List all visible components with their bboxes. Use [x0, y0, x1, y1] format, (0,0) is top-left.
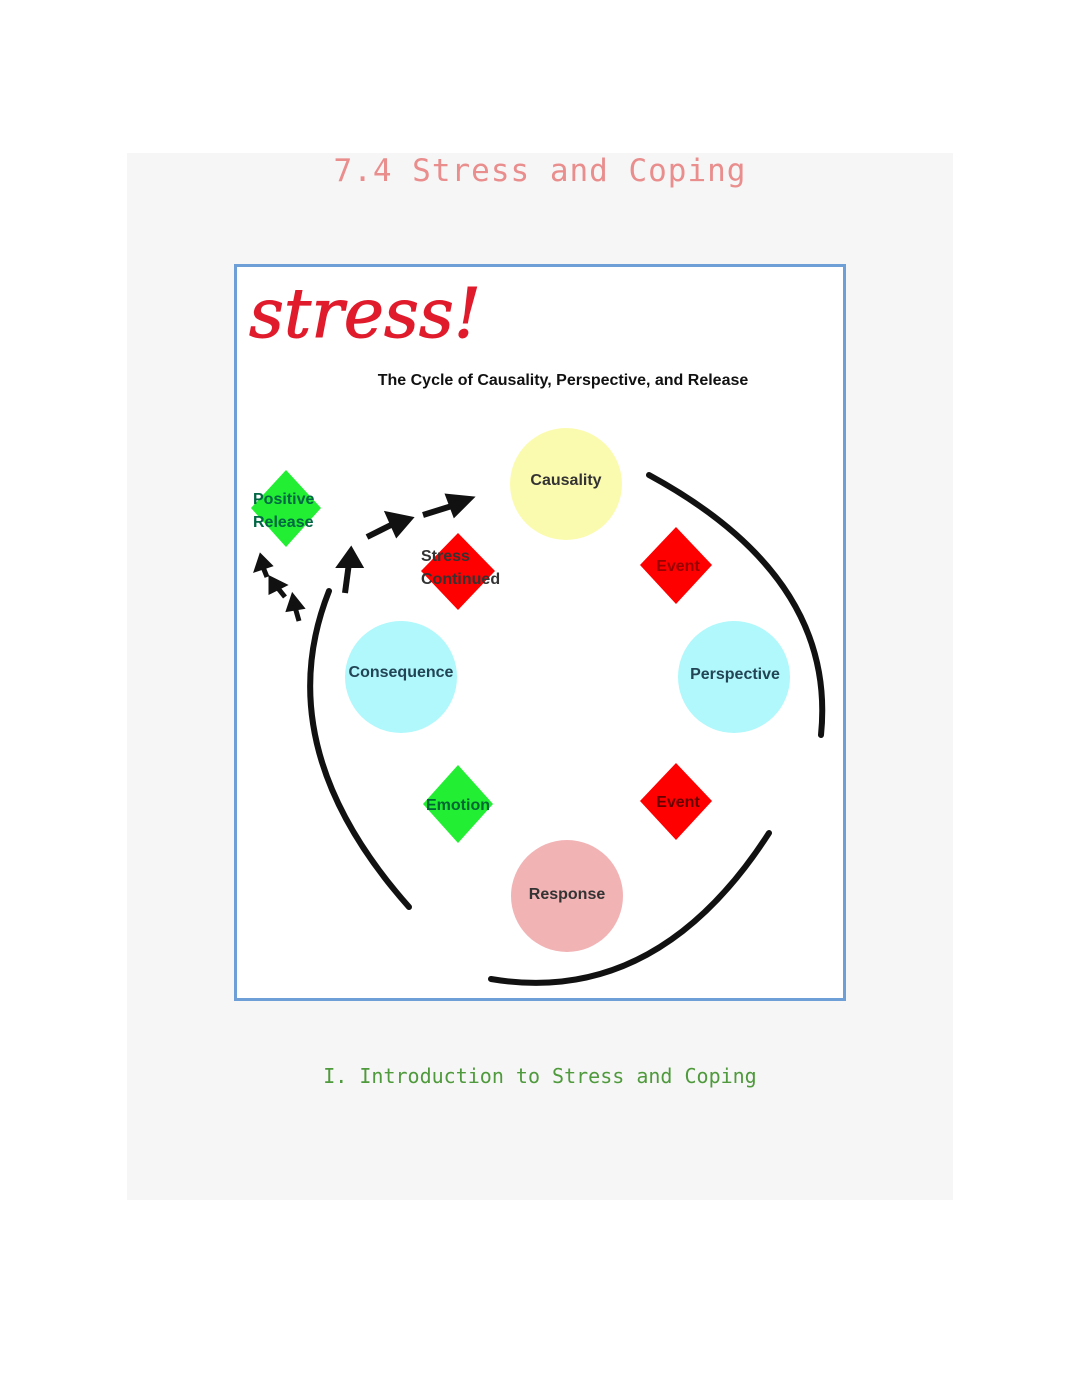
arrows-to-positive-release — [253, 552, 306, 622]
section-link[interactable]: I. Introduction to Stress and Coping — [323, 1064, 757, 1088]
stress-logo: stress! — [249, 275, 481, 354]
arc-right — [646, 472, 826, 738]
positive-release-diamond — [251, 470, 321, 547]
response-circle — [511, 840, 623, 952]
figure-heading: The Cycle of Causality, Perspective, and… — [378, 372, 749, 389]
perspective-label: Perspective — [690, 666, 780, 683]
arrows-to-causality — [335, 493, 476, 594]
event-bottom-label: Event — [656, 794, 700, 811]
perspective-circle — [678, 621, 790, 733]
causality-circle — [510, 428, 622, 540]
event-top-label: Event — [656, 558, 700, 575]
consequence-circle — [345, 621, 457, 733]
response-label: Response — [529, 886, 606, 903]
causality-label: Causality — [530, 472, 601, 489]
event-bottom-diamond — [640, 763, 712, 840]
consequence-label: Consequence — [349, 664, 454, 681]
stress-cycle-figure: stress! The Cycle of Causality, Perspect… — [234, 264, 846, 1001]
arc-bottom — [488, 830, 772, 986]
emotion-diamond — [423, 765, 493, 843]
event-top-diamond — [640, 527, 712, 604]
stress-continued-diamond — [421, 533, 495, 610]
arc-left — [307, 588, 412, 910]
emotion-label: Emotion — [426, 797, 490, 814]
page-title: 7.4 Stress and Coping — [333, 153, 747, 189]
